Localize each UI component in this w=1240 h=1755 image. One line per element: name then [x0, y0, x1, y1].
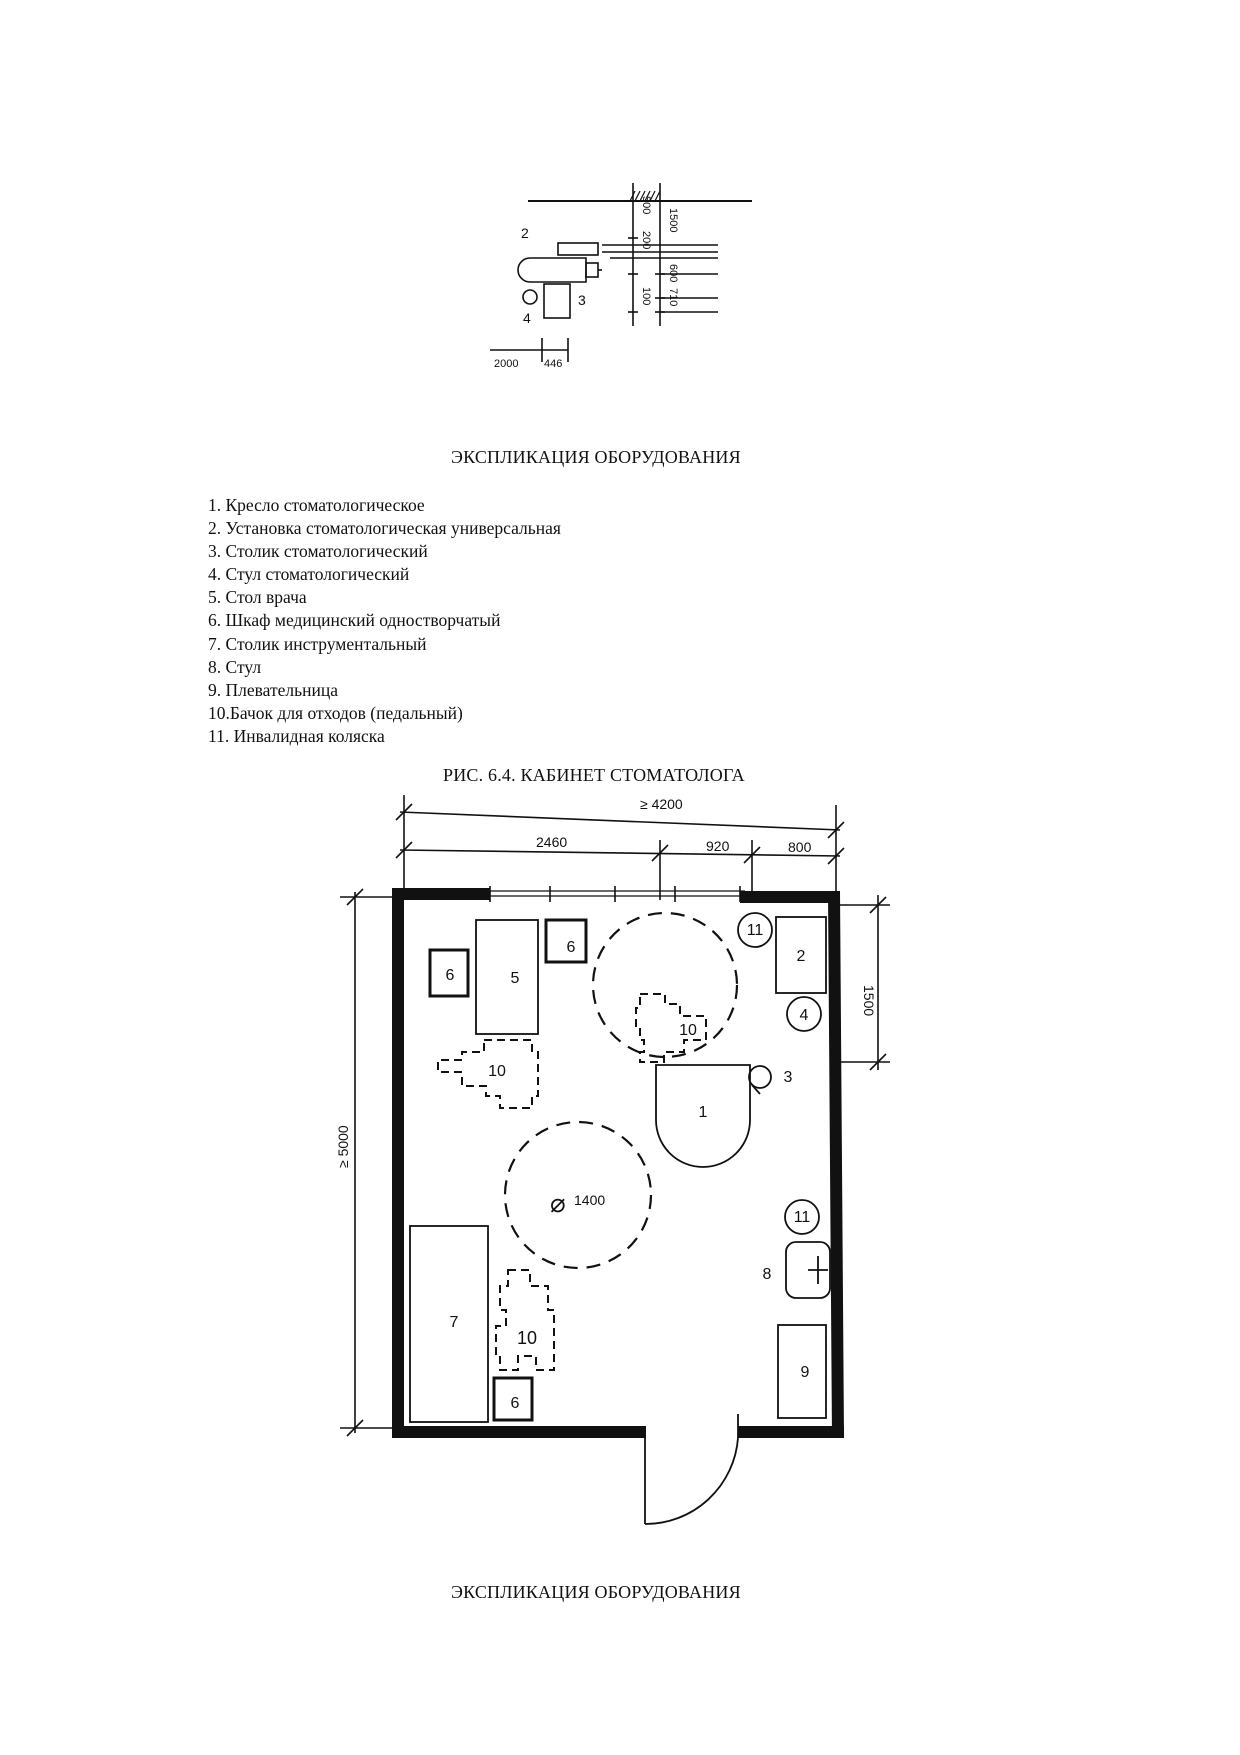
legend-item: 1. Кресло стоматологическое [208, 495, 425, 515]
dim-line-total [399, 811, 841, 831]
table-3-rect [543, 283, 571, 319]
dim-446: 446 [544, 358, 562, 370]
cabinet-6-bottom [492, 1376, 534, 1422]
unit-2-rect [557, 242, 599, 256]
item-11-top: 11 [747, 922, 764, 939]
spittoon-9 [777, 1324, 827, 1419]
explication-title-2: ЭКСПЛИКАЦИЯ ОБОРУДОВАНИЯ [451, 1582, 741, 1602]
dim-500: 500 [640, 196, 652, 214]
dim-2000: 2000 [494, 358, 518, 370]
turning-circle-top [591, 911, 739, 1059]
dim-height: ≥ 5000 [335, 1125, 351, 1168]
wall-hatch [629, 190, 661, 202]
item-5: 5 [511, 970, 520, 987]
floor-plan-diagram: ≥ 4200 2460 920 800 ≥ 5000 1500 ⌀ 1400 1… [335, 795, 890, 1525]
item-10-bottom: 10 [517, 1328, 537, 1348]
explication-title-1: ЭКСПЛИКАЦИЯ ОБОРУДОВАНИЯ [451, 447, 741, 467]
cabinet-6-left [428, 948, 470, 998]
dim-100: 100 [640, 287, 652, 305]
chair-1-head [585, 262, 599, 278]
item-3: 3 [784, 1069, 793, 1086]
dim-200: 200 [640, 231, 652, 249]
legend-item: 6. Шкаф медицинский одностворчатый [208, 610, 501, 631]
figure-caption: РИС. 6.4. КАБИНЕТ СТОМАТОЛОГА [443, 765, 745, 785]
label-4: 4 [523, 310, 531, 326]
cabinet-6-top [544, 918, 588, 964]
dim-2460: 2460 [536, 834, 567, 850]
item-9: 9 [801, 1364, 810, 1381]
legend-item: 4. Стул стоматологический [208, 564, 410, 585]
label-2: 2 [521, 225, 529, 241]
chair-1 [655, 1064, 751, 1168]
item-6-left: 6 [446, 967, 455, 984]
chair-8 [785, 1241, 831, 1299]
stool-4 [786, 996, 822, 1032]
diameter-symbol: ⌀ [550, 1188, 566, 1218]
item-1: 1 [699, 1104, 708, 1121]
door [644, 1414, 739, 1525]
legend-item: 10.Бачок для отходов (педальный) [208, 702, 463, 723]
dim-710: 710 [667, 288, 679, 306]
turning-circle-center [503, 1120, 653, 1270]
dim-1500: 1500 [667, 208, 679, 232]
small-plan-diagram: 2000 446 500 200 1500 600 100 710 1 2 3 … [490, 183, 752, 370]
dim-total-width: ≥ 4200 [640, 796, 683, 812]
doctor-desk-5 [475, 919, 539, 1035]
item-11-bottom: 11 [794, 1209, 811, 1226]
stool-4-circle [522, 289, 538, 305]
table-3 [748, 1065, 772, 1089]
item-6-top: 6 [567, 939, 576, 956]
room-walls [392, 888, 844, 1438]
item-2: 2 [797, 948, 806, 965]
chair-1-shape [517, 257, 587, 283]
waste-bin-10-bottom [495, 1269, 555, 1371]
item-7: 7 [450, 1314, 459, 1331]
legend-item: 11. Инвалидная коляска [208, 725, 385, 746]
item-10-top: 10 [679, 1022, 697, 1039]
waste-bin-10-top [635, 993, 707, 1063]
legend-item: 5. Стол врача [208, 587, 307, 608]
waste-bin-10-left [437, 1039, 539, 1109]
instrument-table-7 [409, 1225, 489, 1423]
dim-line-segments [399, 849, 841, 857]
equipment-legend: 1. Кресло стоматологическое 2. Установка… [208, 494, 561, 748]
unit-2 [775, 916, 827, 994]
legend-item: 2. Установка стоматологическая универсал… [208, 518, 561, 539]
dim-800: 800 [788, 839, 812, 855]
item-10-left: 10 [488, 1063, 506, 1080]
legend-item: 3. Столик стоматологический [208, 541, 428, 562]
legend-item: 7. Столик инструментальный [208, 633, 427, 654]
item-4: 4 [800, 1007, 809, 1024]
wheelchair-11-top [737, 912, 773, 948]
legend-item: 8. Стул [208, 656, 262, 677]
legend-item: 9. Плевательница [208, 679, 338, 700]
label-3: 3 [578, 292, 586, 308]
dim-600: 600 [667, 264, 679, 282]
dim-1500-right: 1500 [861, 985, 877, 1016]
dim-1400: 1400 [574, 1192, 605, 1208]
item-6-bottom: 6 [511, 1395, 520, 1412]
wheelchair-11-bottom [784, 1199, 820, 1235]
item-8: 8 [763, 1266, 772, 1283]
dim-920: 920 [706, 838, 730, 854]
